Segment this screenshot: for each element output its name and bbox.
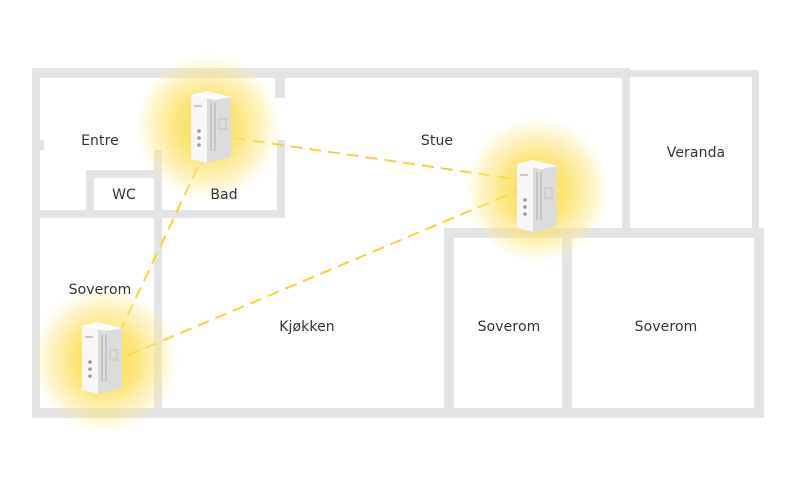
link-bad-stue — [233, 137, 523, 181]
room-label-soverom-left: Soverom — [68, 282, 132, 298]
room-label-stue: Stue — [420, 133, 454, 149]
walls — [32, 68, 764, 418]
room-label-entre: Entre — [81, 133, 119, 149]
room-label-wc: WC — [112, 187, 136, 203]
room-label-veranda: Veranda — [666, 145, 726, 161]
room-label-soverom-right: Soverom — [634, 319, 698, 335]
room-label-soverom-mid: Soverom — [477, 319, 541, 335]
mesh-wifi-node-icon — [190, 90, 232, 164]
room-label-kjokken: Kjøkken — [279, 319, 335, 335]
link-stue-soverom — [125, 187, 525, 357]
mesh-wifi-node-icon — [81, 321, 123, 395]
room-label-bad: Bad — [210, 187, 238, 203]
mesh-wifi-node-icon — [516, 159, 558, 233]
